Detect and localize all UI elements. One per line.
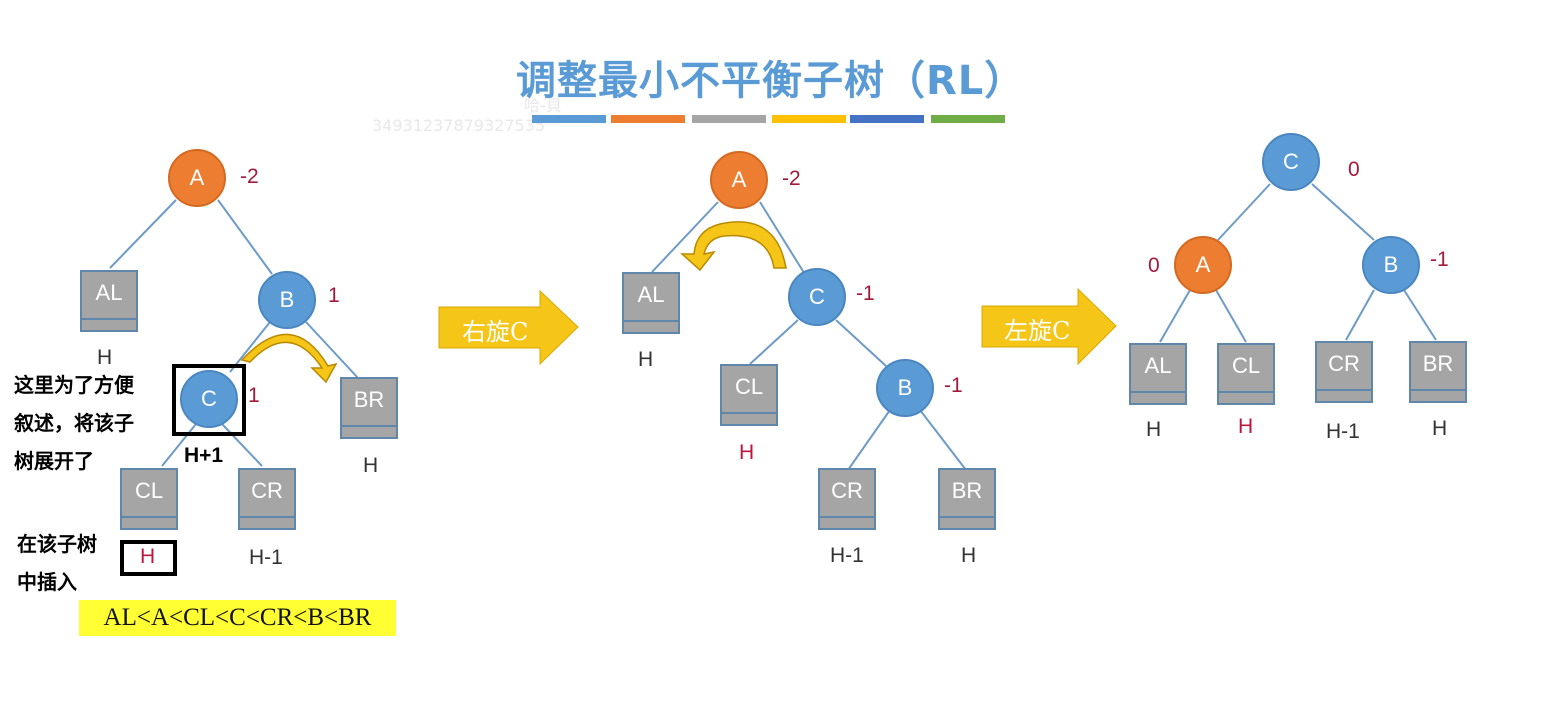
tree3-height-CR: H-1 <box>1326 420 1360 443</box>
tree3-height-AL: H <box>1146 418 1162 441</box>
edge-B-BR <box>305 321 359 379</box>
tree3-node-B: B <box>1362 236 1420 294</box>
tree1-height-C: H+1 <box>184 444 224 467</box>
expand-note-line-1: 这里为了方便 <box>14 373 134 397</box>
edge3-C-B <box>1311 183 1375 241</box>
tree1-height-BR: H <box>363 454 379 477</box>
tree3-height-BR: H <box>1432 417 1448 440</box>
tree1-balance-A: -2 <box>240 165 259 188</box>
tree2-balance-C: -1 <box>856 282 875 305</box>
subtree-label: BR <box>951 478 983 503</box>
watermark-name: 哈-貝 <box>524 96 562 115</box>
tree2-subtree-CR: CR <box>818 468 876 530</box>
edge-B-C <box>229 321 271 373</box>
color-bar-segment-1 <box>532 115 606 123</box>
subtree-label: CR <box>251 478 283 503</box>
tree3-subtree-CR: CR <box>1315 341 1373 403</box>
tree2-subtree-BR: BR <box>938 468 996 530</box>
tree3-subtree-AL: AL <box>1129 343 1187 405</box>
tree1-subtree-CR: CR <box>238 468 296 530</box>
insert-note-line-1: 在该子树 <box>17 532 97 556</box>
tree1-balance-C: 1 <box>248 384 260 407</box>
edge2-A-AL <box>651 201 719 273</box>
tree3-balance-B: -1 <box>1430 248 1449 271</box>
edge3-B-CR <box>1345 289 1375 341</box>
tree1-height-AL: H <box>97 346 113 369</box>
tree3-subtree-CL: CL <box>1217 343 1275 405</box>
step1-arrow <box>438 289 579 366</box>
tree1-height-CL: H <box>140 545 156 568</box>
rotate-arrow-tree1 <box>240 333 338 384</box>
watermark-id: 34931237879327535 <box>372 116 546 135</box>
tree3-node-A: A <box>1174 236 1232 294</box>
subtree-label: CL <box>134 478 164 503</box>
tree2-height-CR: H-1 <box>830 544 864 567</box>
tree1-node-A: A <box>168 149 226 207</box>
edge2-C-B <box>835 319 887 367</box>
edge3-B-BR <box>1403 289 1437 341</box>
subtree-label: CL <box>734 374 764 399</box>
tree1-node-C: C <box>180 370 238 428</box>
tree1-balance-B: 1 <box>328 284 340 307</box>
color-bar-segment-3 <box>692 115 766 123</box>
highlight-box-C <box>172 364 246 436</box>
tree1-subtree-CL: CL <box>120 468 178 530</box>
tree2-node-B: B <box>876 359 934 417</box>
tree1-subtree-AL: AL <box>80 270 138 332</box>
edge2-B-CR <box>847 409 891 471</box>
tree2-balance-A: -2 <box>782 167 801 190</box>
expand-note-line-3: 树展开了 <box>14 449 94 473</box>
tree2-height-AL: H <box>638 348 654 371</box>
subtree-label: BR <box>1422 351 1454 376</box>
highlight-box-insert <box>120 540 177 576</box>
insert-note-line-2: 中插入 <box>17 570 77 594</box>
tree2-height-CL: H <box>739 441 755 464</box>
step2-arrow <box>981 287 1117 366</box>
color-bar-segment-5 <box>850 115 924 123</box>
tree2-subtree-CL: CL <box>720 364 778 426</box>
tree2-balance-B: -1 <box>944 374 963 397</box>
edge3-A-AL <box>1159 289 1191 343</box>
color-bar-segment-6 <box>931 115 1005 123</box>
edge-A-AL <box>109 199 177 269</box>
tree2-node-A: A <box>710 151 768 209</box>
color-bar-segment-4 <box>772 115 846 123</box>
expand-note-line-2: 叙述，将该子 <box>14 411 134 435</box>
edge2-B-BR <box>919 409 967 471</box>
edge-A-B <box>217 199 273 275</box>
subtree-label: AL <box>95 280 123 305</box>
tree3-balance-A: 0 <box>1148 254 1160 277</box>
step1-label: 右旋C <box>462 318 529 346</box>
tree1-node-B: B <box>258 271 316 329</box>
subtree-label: AL <box>1144 353 1172 378</box>
subtree-label: BR <box>353 387 385 412</box>
tree1-subtree-BR: BR <box>340 377 398 439</box>
color-bar-segment-2 <box>611 115 685 123</box>
ordering-highlight: AL<A<CL<C<CR<B<BR <box>79 600 396 636</box>
subtree-label: CR <box>831 478 863 503</box>
tree2-subtree-AL: AL <box>622 272 680 334</box>
edge3-C-A <box>1217 183 1271 241</box>
edge2-C-CL <box>749 319 799 365</box>
tree3-node-C: C <box>1262 133 1320 191</box>
edge2-A-C <box>759 201 807 277</box>
step2-label: 左旋C <box>1004 317 1071 345</box>
edge3-A-CL <box>1215 289 1247 343</box>
tree2-height-BR: H <box>961 544 977 567</box>
tree1-height-CR: H-1 <box>249 546 283 569</box>
tree3-height-CL: H <box>1238 415 1254 438</box>
subtree-label: CR <box>1328 351 1360 376</box>
edge-C-CL <box>161 423 197 467</box>
page-title: 调整最小不平衡子树（RL） <box>516 58 1026 104</box>
subtree-label: AL <box>637 282 665 307</box>
tree3-balance-C: 0 <box>1348 158 1360 181</box>
subtree-label: CL <box>1231 353 1261 378</box>
tree3-subtree-BR: BR <box>1409 341 1467 403</box>
rotate-arrow-tree2 <box>680 221 787 272</box>
tree2-node-C: C <box>788 268 846 326</box>
edge-C-CR <box>221 423 263 467</box>
